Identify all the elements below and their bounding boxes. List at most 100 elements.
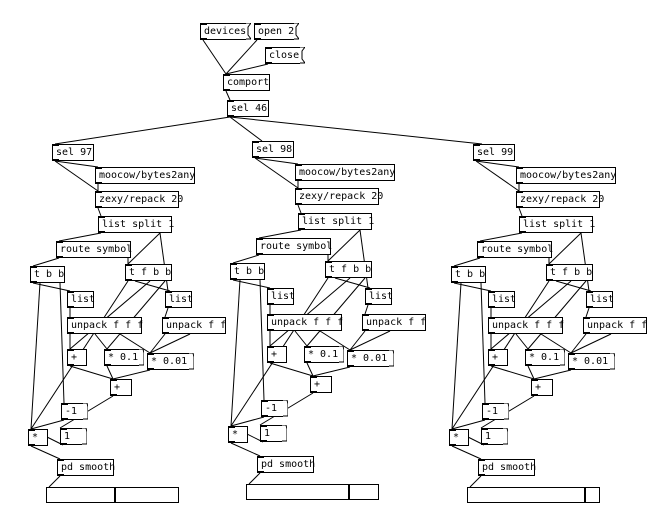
route-symbol-object[interactable]: route symbol xyxy=(56,241,132,258)
devices-message[interactable]: devices xyxy=(200,23,251,40)
patch-cord xyxy=(490,365,535,380)
patch-cord xyxy=(269,362,314,377)
trigger-tfbb-object[interactable]: t f b b xyxy=(546,264,593,281)
list-object[interactable]: list xyxy=(586,291,614,308)
list-object[interactable]: list xyxy=(165,291,193,308)
patch-cord xyxy=(225,63,269,75)
patch-cord xyxy=(319,330,351,351)
pd-smooth-subpatch[interactable]: pd smooth xyxy=(257,456,315,473)
multiply-0.01-object[interactable]: * 0.01 xyxy=(347,350,394,367)
patch-cord xyxy=(59,282,65,404)
multiply-0.01-object[interactable]: * 0.01 xyxy=(568,353,615,370)
minus-one-number-label: -1 xyxy=(265,403,278,414)
unpack-fff-object[interactable]: unpack f f f xyxy=(267,314,343,331)
multiply-object[interactable]: * xyxy=(449,429,469,446)
patch-cord xyxy=(30,419,65,430)
patch-cord xyxy=(453,257,481,267)
trigger-tbb-object[interactable]: t b b xyxy=(451,266,486,283)
plus-object[interactable]: + xyxy=(488,349,508,366)
trigger-tbb-object[interactable]: t b b xyxy=(230,263,265,280)
multiply-0.01-object[interactable]: * 0.01 xyxy=(147,353,194,370)
patch-cord xyxy=(306,277,366,347)
pd-smooth-subpatch[interactable]: pd smooth xyxy=(57,459,115,476)
multiply-0.1-object[interactable]: * 0.1 xyxy=(525,349,565,366)
repack-object[interactable]: zexy/repack 20 xyxy=(95,191,183,208)
route-symbol-object[interactable]: route symbol xyxy=(477,241,553,258)
multiply-0.01-object-label: * 0.01 xyxy=(351,353,388,364)
patch-cord xyxy=(475,160,520,192)
unpack-fff-object[interactable]: unpack f f f xyxy=(67,317,143,334)
comport-object[interactable]: comport xyxy=(223,74,270,91)
one-number[interactable]: 1 xyxy=(481,428,508,445)
patch-cord xyxy=(258,229,302,239)
one-number[interactable]: 1 xyxy=(60,428,87,445)
patch-cord xyxy=(232,254,260,264)
patch-cord xyxy=(230,279,241,427)
one-number[interactable]: 1 xyxy=(260,425,287,442)
horizontal-slider[interactable] xyxy=(246,484,379,500)
horizontal-slider[interactable] xyxy=(46,487,179,503)
plus-object[interactable]: + xyxy=(110,379,132,396)
plus-object[interactable]: + xyxy=(267,346,287,363)
patch-cord xyxy=(32,257,60,267)
route-symbol-object[interactable]: route symbol xyxy=(256,238,332,255)
pd-smooth-subpatch[interactable]: pd smooth xyxy=(478,459,536,476)
patch-cord xyxy=(106,365,114,380)
multiply-0.1-object-label: * 0.1 xyxy=(108,352,139,363)
trigger-tfbb-object[interactable]: t f b b xyxy=(325,261,372,278)
patch-cord xyxy=(527,280,587,350)
patch-cord xyxy=(453,282,492,292)
minus-one-number[interactable]: -1 xyxy=(61,403,88,420)
close-message[interactable]: close xyxy=(265,47,305,64)
plus-object[interactable]: + xyxy=(310,376,332,393)
patch-cord xyxy=(327,229,361,262)
multiply-0.1-object-label: * 0.1 xyxy=(529,352,560,363)
minus-one-number[interactable]: -1 xyxy=(482,403,509,420)
list-object[interactable]: list xyxy=(488,291,516,308)
plus-object[interactable]: + xyxy=(531,379,553,396)
patch-cord xyxy=(364,304,369,315)
slider-knob[interactable] xyxy=(348,485,350,499)
list-object[interactable]: list xyxy=(67,291,95,308)
patch-cord xyxy=(475,160,520,168)
patch-cord xyxy=(540,333,572,354)
list-split-object[interactable]: list split 1 xyxy=(98,216,174,233)
minus-one-number[interactable]: -1 xyxy=(261,400,288,417)
trigger-tfbb-object[interactable]: t f b b xyxy=(125,264,172,281)
patch-cord xyxy=(570,333,587,354)
open-message[interactable]: open 2 xyxy=(254,23,299,40)
trigger-tbb-object[interactable]: t b b xyxy=(30,266,65,283)
unpack-fff-object[interactable]: unpack f f f xyxy=(488,317,564,334)
list-split-object[interactable]: list split 1 xyxy=(519,216,595,233)
slider-knob[interactable] xyxy=(114,488,116,502)
patch-cord xyxy=(248,472,261,485)
list-object[interactable]: list xyxy=(365,288,393,305)
patch-cord xyxy=(527,365,535,380)
plus-object[interactable]: + xyxy=(67,349,87,366)
bytes2any-object[interactable]: moocow/bytes2any xyxy=(295,164,395,181)
patch-cord xyxy=(106,280,166,350)
list-object[interactable]: list xyxy=(267,288,295,305)
slider-knob[interactable] xyxy=(584,488,586,502)
repack-object[interactable]: zexy/repack 20 xyxy=(295,188,383,205)
unpack-ff-object[interactable]: unpack f f xyxy=(362,314,426,331)
bytes2any-object[interactable]: moocow/bytes2any xyxy=(516,167,616,184)
unpack-ff-object[interactable]: unpack f f xyxy=(583,317,647,334)
sel-object[interactable]: sel 98 xyxy=(252,141,294,158)
multiply-0.1-object[interactable]: * 0.1 xyxy=(304,346,344,363)
multiply-object[interactable]: * xyxy=(28,429,48,446)
bytes2any-object[interactable]: moocow/bytes2any xyxy=(95,167,195,184)
sel-object[interactable]: sel 97 xyxy=(52,144,94,161)
sel-46-object[interactable]: sel 46 xyxy=(227,100,269,117)
unpack-ff-object[interactable]: unpack f f xyxy=(162,317,226,334)
one-number-label: 1 xyxy=(64,431,71,442)
horizontal-slider[interactable] xyxy=(467,487,600,503)
multiply-object[interactable]: * xyxy=(228,426,248,443)
repack-object[interactable]: zexy/repack 20 xyxy=(516,191,604,208)
list-split-object[interactable]: list split 1 xyxy=(298,213,374,230)
patch-cord xyxy=(225,39,258,75)
sel-object[interactable]: sel 99 xyxy=(473,144,515,161)
multiply-0.1-object[interactable]: * 0.1 xyxy=(104,349,144,366)
patch-cord xyxy=(515,333,529,350)
